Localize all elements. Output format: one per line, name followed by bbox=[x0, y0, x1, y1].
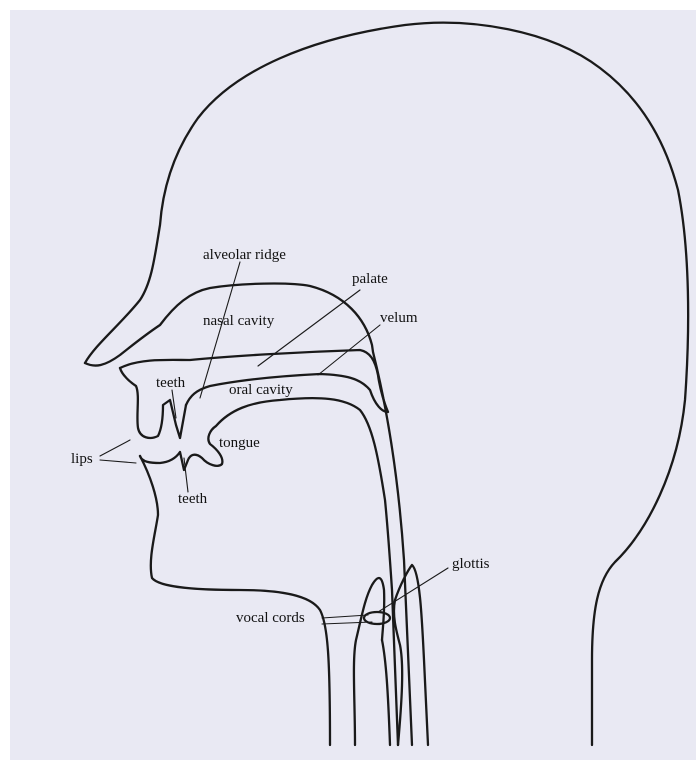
vocal-cords-leader-lower bbox=[322, 622, 372, 624]
label-alveolar-ridge: alveolar ridge bbox=[203, 248, 286, 263]
chin-outline bbox=[140, 456, 330, 745]
label-nasal-cavity: nasal cavity bbox=[203, 314, 274, 329]
alveolar-ridge-leader bbox=[200, 262, 240, 398]
trachea-line bbox=[382, 640, 390, 745]
lips-leader-upper bbox=[100, 440, 130, 456]
lower-lip bbox=[140, 398, 398, 745]
label-lips: lips bbox=[71, 452, 93, 467]
velum-leader bbox=[318, 325, 380, 375]
glottis-leader bbox=[378, 568, 448, 612]
pharynx-wall bbox=[354, 578, 384, 745]
label-velum: velum bbox=[380, 311, 418, 326]
label-teeth-lower: teeth bbox=[178, 492, 207, 507]
label-tongue: tongue bbox=[219, 436, 260, 451]
label-glottis: glottis bbox=[452, 557, 490, 572]
lips-leader-lower bbox=[100, 460, 136, 463]
label-palate: palate bbox=[352, 272, 388, 287]
label-oral-cavity: oral cavity bbox=[229, 383, 293, 398]
label-teeth-upper: teeth bbox=[156, 376, 185, 391]
label-vocal-cords: vocal cords bbox=[236, 611, 305, 626]
nostril-base bbox=[85, 284, 412, 745]
